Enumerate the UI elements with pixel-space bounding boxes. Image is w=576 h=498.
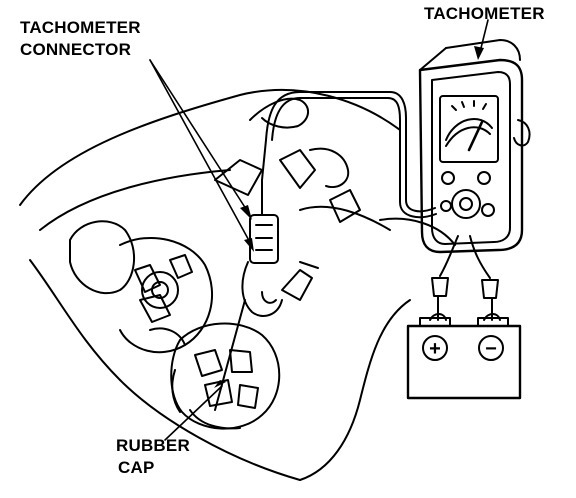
label-rubber-cap-line2: CAP bbox=[118, 458, 155, 477]
battery-negative-symbol: − bbox=[485, 338, 497, 360]
tachometer-meter bbox=[418, 39, 531, 254]
label-tachometer-connector-line1: TACHOMETER bbox=[20, 18, 141, 37]
tachometer-connector-assembly bbox=[214, 139, 319, 411]
label-rubber-cap-line1: RUBBER bbox=[116, 436, 190, 455]
label-tachometer-connector-line2: CONNECTOR bbox=[20, 40, 132, 59]
engine-block bbox=[19, 88, 456, 481]
arrow-rubber-cap bbox=[214, 380, 226, 388]
battery-leads bbox=[429, 235, 501, 321]
leader-lines bbox=[149, 19, 489, 441]
alternator bbox=[69, 220, 214, 354]
battery bbox=[406, 317, 522, 400]
tachometer-lead bbox=[265, 91, 437, 219]
arrow-connector-1 bbox=[240, 205, 252, 220]
arrow-tachometer bbox=[474, 46, 484, 60]
label-tachometer: TACHOMETER bbox=[424, 4, 545, 23]
arrow-connector-2 bbox=[244, 238, 254, 252]
battery-positive-symbol: + bbox=[429, 338, 441, 360]
